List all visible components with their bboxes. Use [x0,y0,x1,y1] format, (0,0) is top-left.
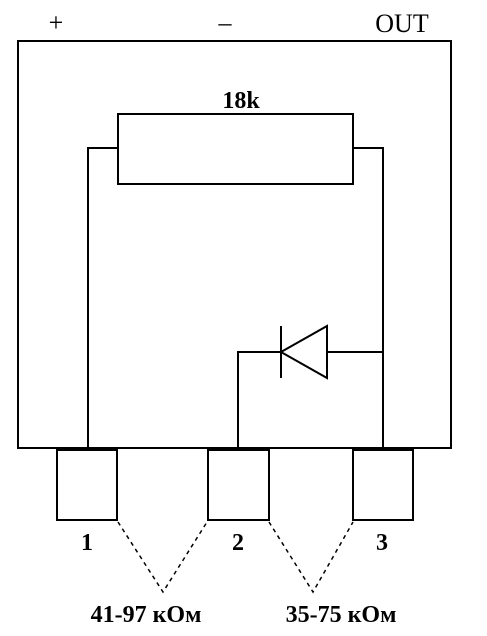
wire-resistor-to-pin3 [353,147,384,448]
out-terminal-label: OUT [375,9,429,38]
pin-3 [352,449,414,521]
wire-resistor-to-pin1 [87,147,118,448]
resistance-label-pins-2-3: 35-75 кОм [286,602,397,628]
pin-2-number: 2 [232,530,244,556]
resistor-label: 18k [222,88,260,114]
measurement-line-pins-2-3 [268,521,354,594]
resistor-symbol [117,113,354,185]
wire-diode-to-pin2 [237,351,281,448]
minus-terminal-label: – [218,8,233,37]
package-body [17,40,452,449]
pin-1 [56,449,118,521]
diode-triangle [278,324,328,380]
pin-2 [207,449,270,521]
measurement-line-pins-1-2 [117,521,208,594]
plus-terminal-label: + [49,8,64,37]
resistance-label-pins-1-2: 41-97 кОм [91,602,202,628]
pin-3-number: 3 [376,530,388,556]
diode-symbol [278,324,328,380]
pin-1-number: 1 [81,530,93,556]
